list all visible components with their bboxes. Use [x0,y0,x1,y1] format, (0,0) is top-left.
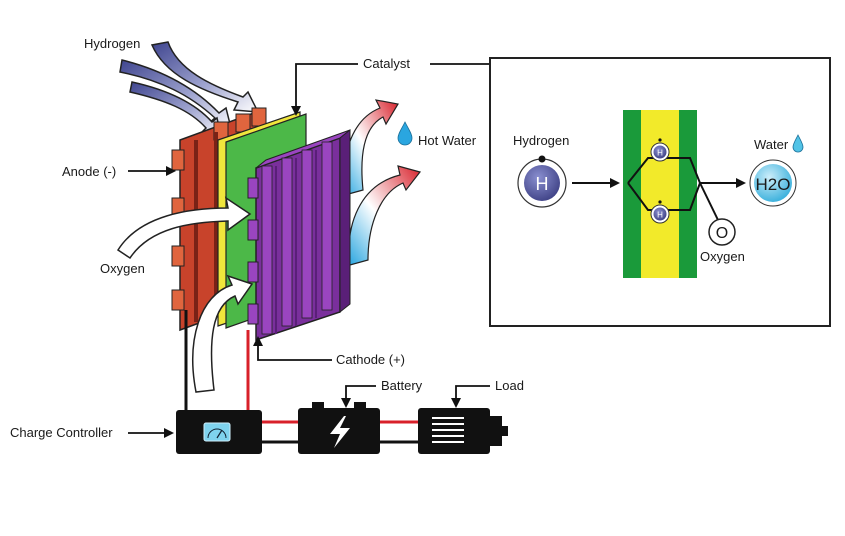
leader-lines [128,63,490,434]
reaction-paths [572,157,740,221]
water-molecule: H2O [749,159,797,207]
labels: Hydrogen Catalyst Hot Water Anode (-) Ox… [10,36,524,440]
lightning-bolt-icon [330,416,350,448]
oxygen-label: Oxygen [100,261,145,276]
membrane-h-top-symbol: H [657,149,663,158]
membrane-h-bottom-symbol: H [657,211,663,220]
membrane-hydrogen-bottom: H [650,200,670,224]
hot-water-label: Hot Water [418,133,477,148]
circuit-wires [184,310,418,444]
membrane [623,110,697,278]
fuel-cell-stack [171,107,351,342]
leader-arrowheads [164,106,461,438]
cathode-plate [247,128,351,342]
hot-water-arrows [343,99,422,266]
water-formula: H2O [756,175,791,194]
oxygen-atom: O [708,218,736,246]
battery [298,402,380,454]
reaction-inset: H Hydrogen H H O [489,57,831,327]
load-label: Load [495,378,524,393]
membrane-hydrogen-top: H [650,138,670,162]
charge-controller-label: Charge Controller [10,425,113,440]
inset-oxygen-label: Oxygen [700,249,745,264]
load-motor [418,408,508,454]
motor-icon [432,417,464,443]
cathode-label: Cathode (+) [336,352,405,367]
anode-label: Anode (-) [62,164,116,179]
gauge-icon [203,422,231,442]
inset-hydrogen-label: Hydrogen [513,133,569,148]
hydrogen-atom-symbol: H [536,174,549,194]
water-drop-icon [792,134,804,153]
hydrogen-label: Hydrogen [84,36,140,51]
catalyst-label: Catalyst [363,56,410,71]
oxygen-inlet-arrows [116,196,254,393]
inset-water-label: Water [754,137,789,152]
oxygen-atom-symbol: O [716,225,728,242]
charge-controller [176,410,262,454]
hydrogen-atom: H [517,155,567,208]
hydrogen-inlet-arrows [119,41,260,142]
water-drop-icon [397,121,413,146]
battery-label: Battery [381,378,423,393]
